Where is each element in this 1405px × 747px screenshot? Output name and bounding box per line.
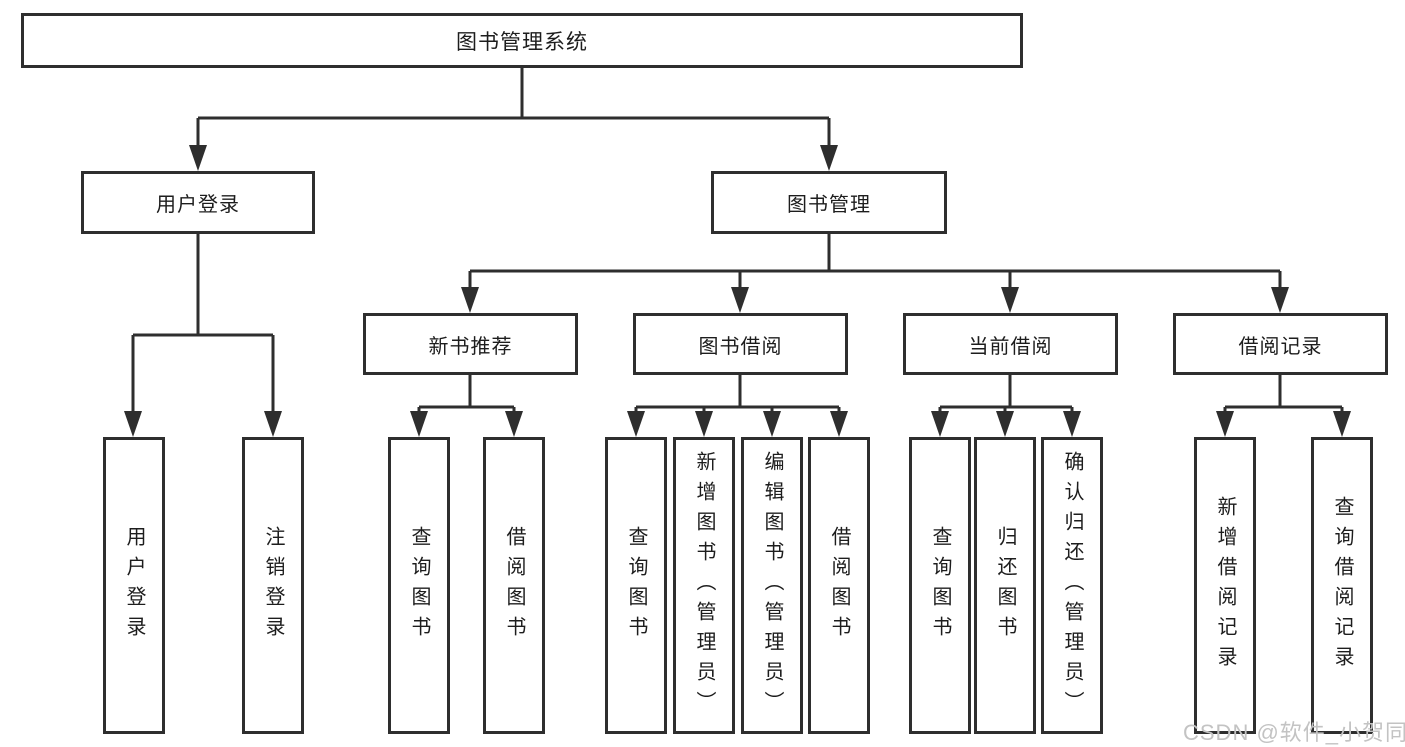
leaf-logout: 注销登录 — [242, 437, 304, 734]
arrowhead-current-borrow — [1001, 287, 1019, 313]
arrowhead-book-borrow — [731, 287, 749, 313]
leaf-query-book-3-label: 查询图书 — [929, 525, 951, 646]
leaf-borrow-book-2: 借阅图书 — [808, 437, 870, 734]
leaf-confirm-return-admin-label: 确认归还（管理员） — [1061, 450, 1083, 721]
arrowhead-user-login — [189, 145, 207, 171]
node-library-management-system: 图书管理系统 — [21, 13, 1023, 68]
leaf-query-borrow-record: 查询借阅记录 — [1311, 437, 1373, 734]
node-new-book-recommend: 新书推荐 — [363, 313, 578, 375]
leaf-return-book: 归还图书 — [974, 437, 1036, 734]
connector-root-to-branches — [196, 68, 831, 148]
arrowhead-leaf-edit-book — [763, 411, 781, 437]
node-user-login: 用户登录 — [81, 171, 315, 234]
connector-book-borrow-to-leaves — [634, 375, 841, 414]
leaf-query-book-2: 查询图书 — [605, 437, 667, 734]
arrowhead-new-book-recommend — [461, 287, 479, 313]
leaf-user-login: 用户登录 — [103, 437, 165, 734]
arrowhead-leaf-add-book — [695, 411, 713, 437]
connector-new-book-to-leaves — [417, 375, 516, 414]
leaf-return-book-label: 归还图书 — [994, 525, 1016, 646]
connector-book-management-to-groups — [468, 234, 1282, 290]
leaf-query-book-2-label: 查询图书 — [625, 525, 647, 646]
arrowhead-leaf-borrow-book-1 — [505, 411, 523, 437]
arrowhead-leaf-return-book — [996, 411, 1014, 437]
leaf-add-book-admin: 新增图书（管理员） — [673, 437, 735, 734]
leaf-borrow-book-1: 借阅图书 — [483, 437, 545, 734]
arrowhead-book-management — [820, 145, 838, 171]
arrowhead-leaf-borrow-book-2 — [830, 411, 848, 437]
leaf-logout-label: 注销登录 — [262, 525, 284, 646]
leaf-add-borrow-record: 新增借阅记录 — [1194, 437, 1256, 734]
connector-user-login-to-leaves — [131, 234, 275, 414]
arrowhead-leaf-confirm-return — [1063, 411, 1081, 437]
arrowhead-leaf-query-record — [1333, 411, 1351, 437]
arrowhead-leaf-user-login — [124, 411, 142, 437]
leaf-confirm-return-admin: 确认归还（管理员） — [1041, 437, 1103, 734]
arrowhead-leaf-query-book-1 — [410, 411, 428, 437]
arrowhead-borrow-records — [1271, 287, 1289, 313]
connector-current-borrow-to-leaves — [938, 375, 1074, 414]
csdn-watermark: CSDN @软件_小贺同学 — [1183, 720, 1405, 745]
leaf-query-book-1-label: 查询图书 — [408, 525, 430, 646]
leaf-borrow-book-2-label: 借阅图书 — [828, 525, 850, 646]
leaf-add-book-admin-label: 新增图书（管理员） — [693, 450, 715, 721]
node-book-borrow: 图书借阅 — [633, 313, 848, 375]
connector-borrow-records-to-leaves — [1223, 375, 1344, 414]
arrowhead-leaf-logout — [264, 411, 282, 437]
leaf-user-login-label: 用户登录 — [123, 525, 145, 646]
leaf-edit-book-admin-label: 编辑图书（管理员） — [761, 450, 783, 721]
leaf-edit-book-admin: 编辑图书（管理员） — [741, 437, 803, 734]
arrowhead-leaf-query-book-2 — [627, 411, 645, 437]
leaf-add-borrow-record-label: 新增借阅记录 — [1214, 495, 1236, 676]
leaf-borrow-book-1-label: 借阅图书 — [503, 525, 525, 646]
node-book-management: 图书管理 — [711, 171, 947, 234]
leaf-query-borrow-record-label: 查询借阅记录 — [1331, 495, 1353, 676]
arrowhead-leaf-query-book-3 — [931, 411, 949, 437]
node-current-borrow: 当前借阅 — [903, 313, 1118, 375]
arrowhead-leaf-add-record — [1216, 411, 1234, 437]
leaf-query-book-1: 查询图书 — [388, 437, 450, 734]
node-borrow-records: 借阅记录 — [1173, 313, 1388, 375]
leaf-query-book-3: 查询图书 — [909, 437, 971, 734]
